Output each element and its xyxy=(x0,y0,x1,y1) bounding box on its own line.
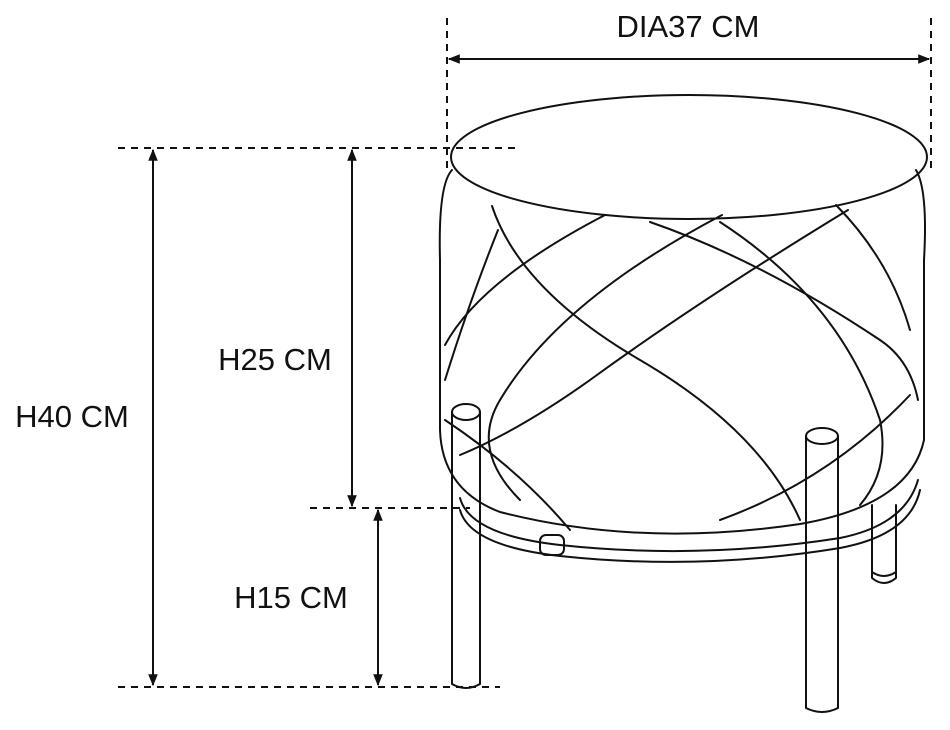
total-height-label: H40 CM xyxy=(15,399,129,434)
total-height-dimension: H40 CM xyxy=(15,147,518,688)
seat-height-label: H25 CM xyxy=(218,342,332,377)
cushion-body xyxy=(438,169,926,535)
lattice-stitching xyxy=(444,204,919,531)
diameter-label: DIA37 CM xyxy=(617,9,760,44)
leg-height-dimension: H15 CM xyxy=(234,508,383,687)
front-left-leg xyxy=(451,403,481,689)
seat-top xyxy=(450,94,928,220)
diameter-dimension: DIA37 CM xyxy=(446,9,932,170)
metal-ring xyxy=(459,479,921,563)
seat-height-dimension: H25 CM xyxy=(218,148,470,509)
ottoman-drawing xyxy=(438,94,928,713)
front-right-leg xyxy=(805,427,839,713)
leg-height-label: H15 CM xyxy=(234,580,348,615)
back-right-leg xyxy=(871,504,897,584)
